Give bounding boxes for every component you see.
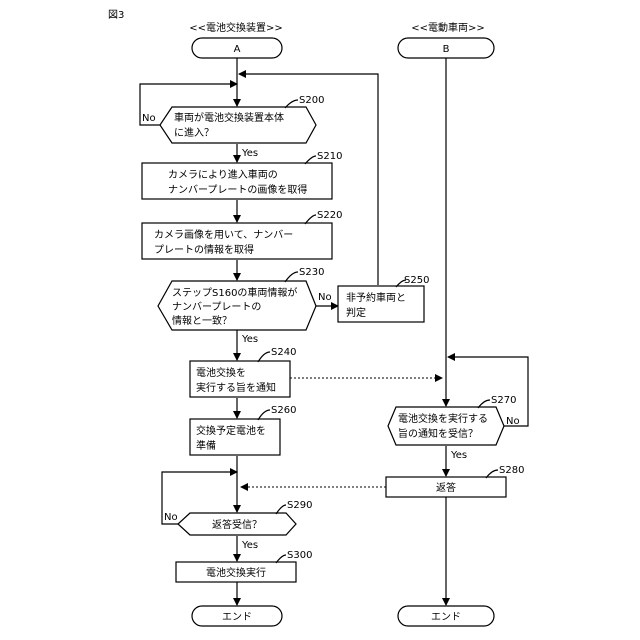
s270-no-label: No: [506, 416, 520, 427]
s200-text-2: に進入？: [174, 127, 214, 139]
s200-no-label: No: [142, 113, 156, 124]
start-terminator-a-label: A: [234, 44, 241, 55]
s270-yes-label: Yes: [450, 450, 467, 461]
s220-text-2: プレートの情報を取得: [154, 243, 254, 256]
s260-text-2: 準備: [196, 439, 216, 452]
s230-id: S230: [299, 267, 324, 278]
s280-id: S280: [499, 465, 524, 476]
left-lane-title: <<電池交換装置>>: [189, 21, 283, 34]
s250-text-1: 非予約車両と: [346, 291, 406, 304]
s210-text-1: カメラにより進入車両の: [168, 168, 278, 181]
s240-text-2: 実行する旨を通知: [196, 381, 276, 394]
s300-text: 電池交換実行: [206, 566, 266, 579]
s230-yes-label: Yes: [241, 334, 258, 345]
s290-id: S290: [287, 500, 312, 511]
s280-text: 返答: [436, 481, 456, 494]
s240-text-1: 電池交換を: [196, 366, 246, 379]
s290-text: 返答受信？: [212, 518, 262, 531]
s260-id: S260: [271, 405, 296, 416]
s230-text-3: 情報と一致？: [172, 314, 232, 327]
s300-id: S300: [287, 550, 312, 561]
s220-id: S220: [317, 210, 342, 221]
start-terminator-b-label: B: [443, 44, 450, 55]
figure-label: 図3: [108, 9, 124, 21]
s260-text-1: 交換予定電池を: [196, 424, 266, 437]
end-terminator-right-label: エンド: [431, 612, 461, 623]
s290-yes-label: Yes: [241, 540, 258, 551]
s270-id: S270: [491, 395, 516, 406]
s220-text-1: カメラ画像を用いて、ナンバー: [154, 229, 293, 241]
s210-id: S210: [317, 151, 342, 162]
s250-id: S250: [404, 275, 429, 286]
s200-text-1: 車両が電池交換装置本体: [174, 111, 284, 124]
s210-text-2: ナンバープレートの画像を取得: [168, 184, 307, 196]
s290-no-label: No: [164, 512, 178, 523]
s270-text-2: 旨の通知を受信？: [398, 427, 478, 440]
s200-id: S200: [299, 95, 324, 106]
s270-text-1: 電池交換を実行する: [398, 412, 488, 425]
s250-text-2: 判定: [346, 306, 366, 319]
s230-text-1: ステップS160の車両情報が: [172, 286, 297, 299]
s230-text-2: ナンバープレートの: [172, 301, 261, 313]
end-terminator-left-label: エンド: [222, 612, 252, 623]
s230-no-label: No: [318, 292, 332, 303]
right-lane-title: <<電動車両>>: [411, 21, 485, 34]
s200-yes-label: Yes: [241, 148, 258, 159]
s240-id: S240: [271, 347, 296, 358]
